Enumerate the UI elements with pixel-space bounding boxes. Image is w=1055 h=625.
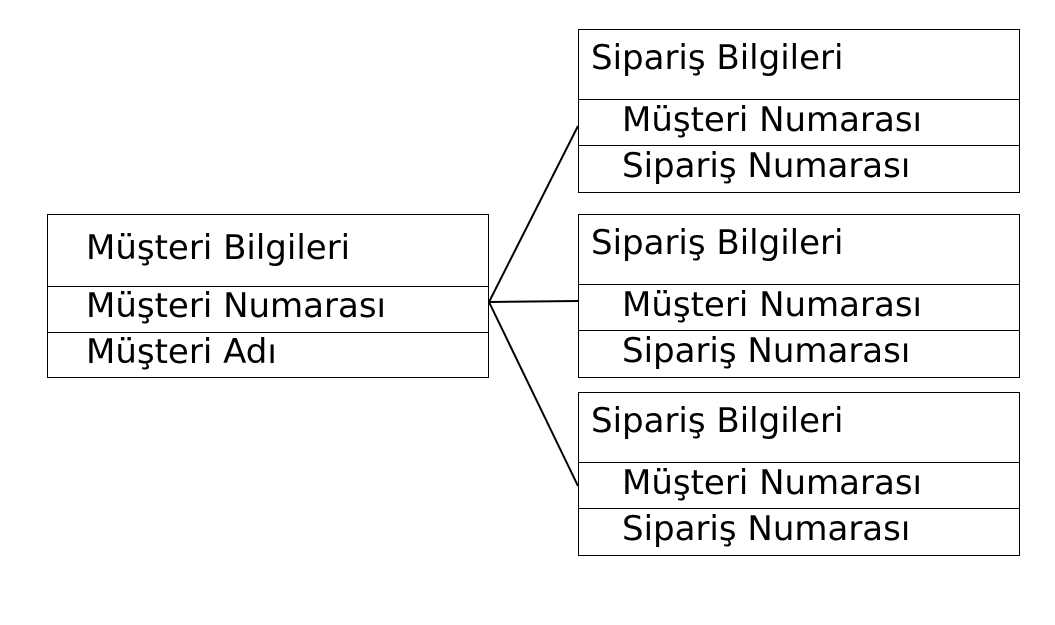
order-entity-title: Sipariş Bilgileri xyxy=(579,393,1019,463)
order-entity-title: Sipariş Bilgileri xyxy=(579,30,1019,100)
customer-field-customer-number: Müşteri Numarası xyxy=(86,286,386,326)
customer-entity-table: Müşteri Bilgileri Müşteri Numarası Müşte… xyxy=(47,214,489,378)
customer-entity-title: Müşteri Bilgileri xyxy=(48,215,488,287)
order-field-customer-number: Müşteri Numarası xyxy=(622,100,922,140)
order-entity-title: Sipariş Bilgileri xyxy=(579,215,1019,285)
order-field-order-number: Sipariş Numarası xyxy=(579,145,1019,190)
order-entity-table-2: Sipariş Bilgileri Müşteri Numarası Sipar… xyxy=(578,214,1020,378)
connector-to-order-3 xyxy=(488,301,579,487)
connector-to-order-1 xyxy=(488,125,579,303)
order-entity-table-3: Sipariş Bilgileri Müşteri Numarası Sipar… xyxy=(578,392,1020,556)
connector-to-order-2 xyxy=(488,300,579,303)
order-field-order-number: Sipariş Numarası xyxy=(579,508,1019,553)
order-field-customer-number: Müşteri Numarası xyxy=(622,285,922,325)
order-entity-table-1: Sipariş Bilgileri Müşteri Numarası Sipar… xyxy=(578,29,1020,193)
customer-field-customer-name: Müşteri Adı xyxy=(48,332,488,377)
order-field-customer-number: Müşteri Numarası xyxy=(622,463,922,503)
order-field-order-number: Sipariş Numarası xyxy=(579,330,1019,375)
